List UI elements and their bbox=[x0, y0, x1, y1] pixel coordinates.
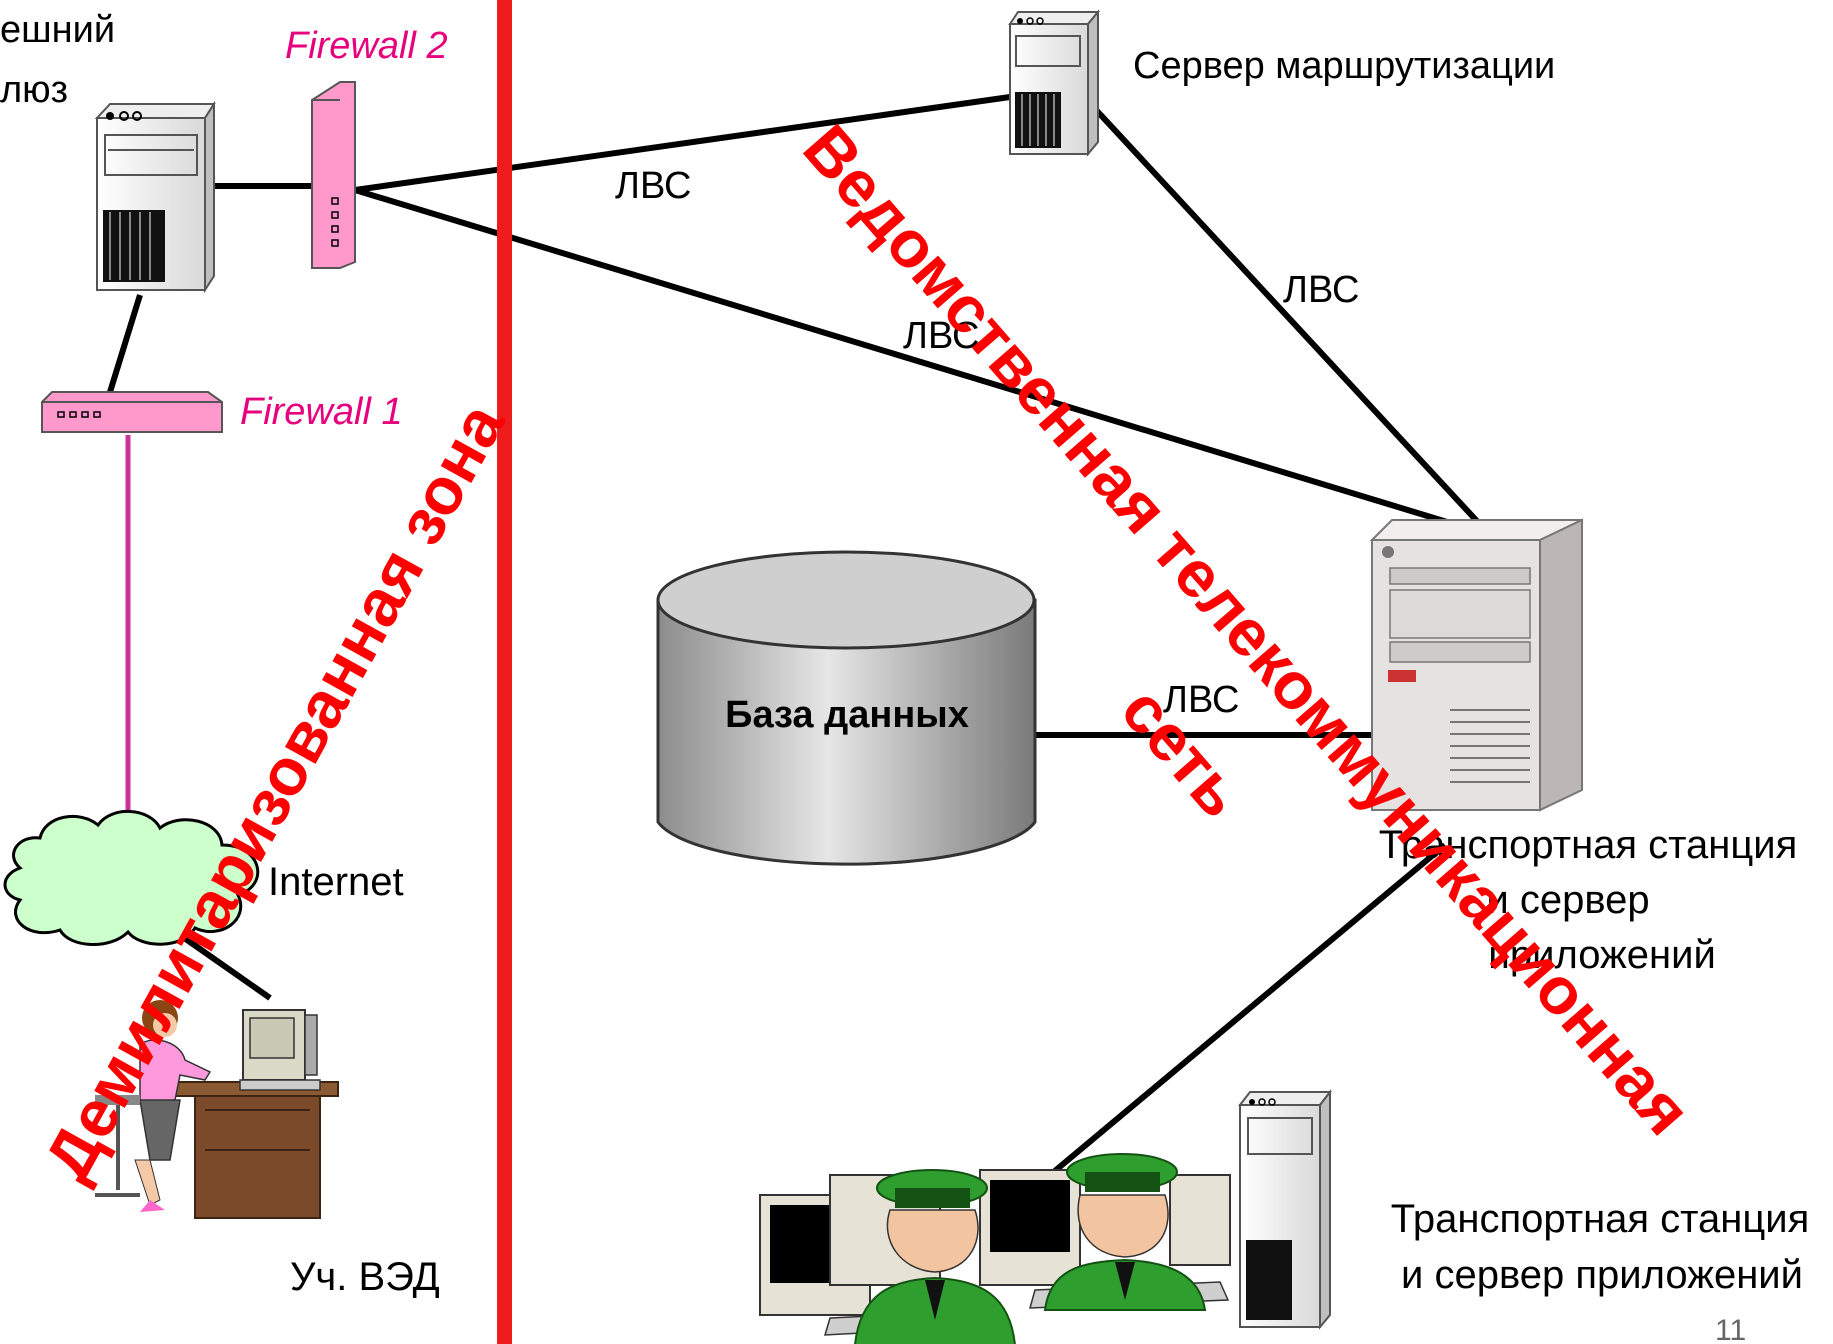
page-number: 11 bbox=[1715, 1314, 1746, 1344]
firewall2-station-link bbox=[354, 187, 1491, 538]
lan-label-3: ЛВС bbox=[1283, 269, 1359, 311]
internet-label: Internet bbox=[268, 860, 404, 904]
station2-label-line1: Транспортная станция bbox=[1391, 1197, 1810, 1241]
firewall2-routing-link bbox=[354, 94, 1011, 193]
participant-workstation-icon bbox=[95, 1000, 339, 1219]
officer-workstations-icon bbox=[759, 1089, 1333, 1344]
database-icon bbox=[656, 550, 1037, 866]
lan-label-1: ЛВС bbox=[615, 165, 691, 207]
transport-station-server-icon bbox=[1369, 518, 1583, 812]
firewall2-label: Firewall 2 bbox=[285, 25, 448, 67]
station2-label-line2: и сервер приложений bbox=[1401, 1253, 1803, 1297]
routing-server-label: Сервер маршрутизации bbox=[1133, 45, 1555, 87]
station1-label-line2: и сервер bbox=[1486, 878, 1649, 922]
firewall1-label: Firewall 1 bbox=[240, 391, 403, 433]
participant-label: Уч. ВЭД bbox=[290, 1255, 440, 1299]
gateway-label-line2: люз bbox=[0, 69, 68, 111]
database-label: База данных bbox=[725, 694, 969, 736]
routing-server-icon bbox=[1008, 9, 1101, 157]
labels-layer: ешний люз Firewall 2 Firewall 1 Сервер м… bbox=[0, 9, 1809, 1344]
station-workstation-link bbox=[1048, 842, 1447, 1178]
gateway-label-line1: ешний bbox=[0, 9, 115, 51]
internet-participant-link bbox=[178, 932, 272, 1001]
station1-label-line1: Транспортная станция bbox=[1379, 823, 1798, 867]
station1-label-line3: приложений bbox=[1488, 933, 1716, 977]
firewall2-icon bbox=[311, 81, 356, 269]
lan-label-4: ЛВС bbox=[1163, 679, 1239, 721]
gateway-firewall1-link bbox=[107, 294, 143, 393]
lan-label-2: ЛВС bbox=[903, 315, 979, 357]
gateway-server-icon bbox=[94, 100, 216, 294]
routing-station-link bbox=[1082, 95, 1491, 536]
firewall1-icon bbox=[41, 391, 223, 433]
connection-lines bbox=[107, 94, 1491, 1178]
internet-cloud-icon bbox=[3, 810, 260, 946]
zone-divider bbox=[497, 0, 512, 1344]
